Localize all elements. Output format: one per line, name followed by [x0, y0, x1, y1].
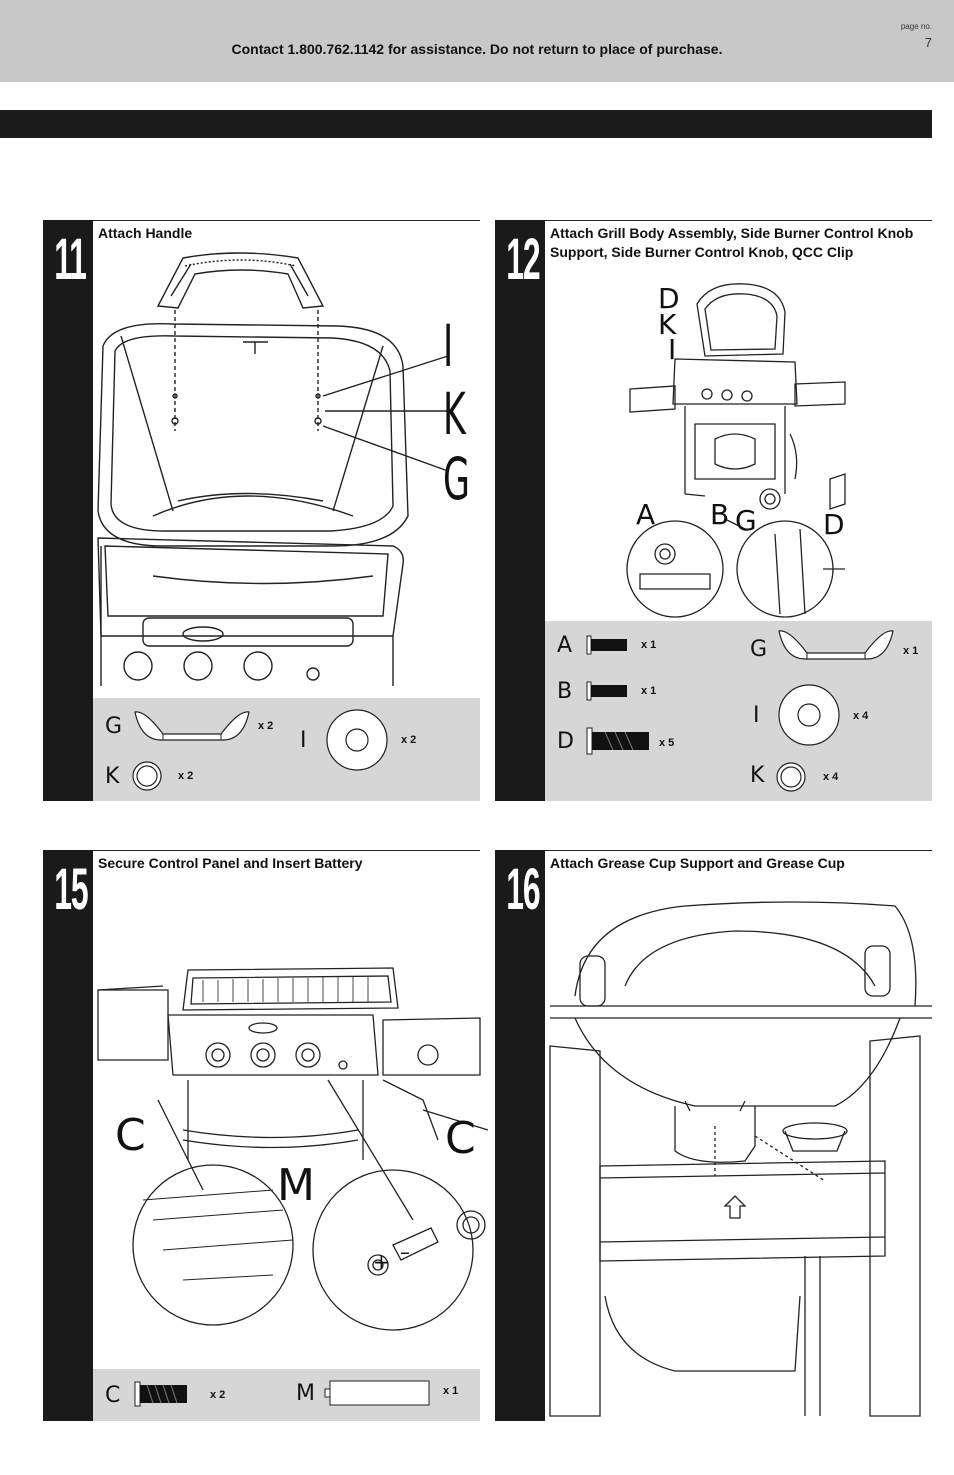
control-panel-illustration — [97, 967, 489, 1331]
callout-G: G — [443, 445, 470, 513]
minus-sign: – — [400, 1240, 410, 1264]
part-qty: x 1 — [443, 1385, 459, 1397]
part-qty: x 2 — [258, 720, 274, 732]
screw-icon — [134, 1381, 187, 1407]
callout-I: I — [443, 312, 454, 380]
part-qty: x 2 — [210, 1389, 226, 1401]
header-bar: Contact 1.800.762.1142 for assistance. D… — [0, 0, 954, 82]
step-number-column: 11 — [43, 220, 93, 801]
bolt-long-icon — [586, 727, 649, 755]
part-letter: C — [105, 1383, 121, 1408]
divider — [545, 850, 932, 851]
step-title: Attach Handle — [98, 225, 193, 241]
page-number: 7 — [924, 35, 932, 50]
part-qty: x 1 — [641, 639, 657, 651]
part-qty: x 5 — [659, 737, 675, 749]
plus-sign: + — [373, 1250, 390, 1274]
page-number-label: page no. — [900, 22, 932, 31]
callout-I: I — [668, 333, 677, 366]
callout-M: M — [277, 1160, 315, 1211]
part-qty: x 4 — [823, 771, 839, 783]
callout-G: G — [735, 504, 757, 537]
step-number-column: 15 — [43, 850, 93, 1421]
step-11: 11 Attach Handle — [43, 220, 480, 801]
washer-large-icon — [778, 684, 840, 746]
callout-C: C — [115, 1110, 146, 1161]
step-number: 12 — [506, 227, 540, 292]
callout-C: C — [445, 1113, 476, 1164]
part-letter: D — [557, 729, 574, 754]
callout-A: A — [636, 498, 656, 531]
step-number: 11 — [54, 227, 87, 292]
handle-bracket-icon — [778, 630, 894, 660]
step-number: 16 — [506, 857, 540, 922]
bolt-short-icon — [586, 681, 627, 701]
step-number: 15 — [54, 857, 88, 922]
bolt-short-icon — [586, 635, 627, 655]
divider — [93, 220, 480, 221]
step-15: 15 Secure Control Panel and Insert Batte… — [43, 850, 489, 1421]
grill-assembly-illustration — [626, 283, 846, 618]
part-letter: I — [300, 728, 307, 753]
callout-K: K — [658, 308, 677, 341]
step-number-column: 12 — [495, 220, 545, 801]
washer-large-icon — [326, 709, 388, 771]
divider — [545, 220, 932, 221]
part-letter: I — [753, 703, 760, 728]
parts-panel: C x 2 M x 1 — [93, 1369, 480, 1421]
divider — [93, 850, 480, 851]
part-letter: B — [557, 679, 573, 704]
step-number-column: 16 — [495, 850, 545, 1421]
handle-bracket-icon — [134, 711, 250, 741]
part-letter: K — [750, 763, 765, 788]
part-letter: A — [557, 633, 573, 658]
contact-text: Contact 1.800.762.1142 for assistance. D… — [231, 41, 723, 57]
step-title: Attach Grease Cup Support and Grease Cup — [550, 855, 845, 871]
lock-washer-icon — [132, 761, 162, 791]
part-qty: x 1 — [641, 685, 657, 697]
part-letter: G — [105, 714, 123, 739]
step-16: 16 Attach Grease Cup Support and Grease … — [495, 850, 932, 1421]
part-letter: G — [750, 637, 768, 662]
callout-D: D — [823, 508, 845, 541]
part-qty: x 1 — [903, 645, 919, 657]
callout-B: B — [710, 498, 730, 531]
callout-D: D — [658, 282, 680, 315]
parts-panel: G x 2 I x 2 K x 2 — [93, 698, 480, 801]
part-qty: x 2 — [401, 734, 417, 746]
lock-washer-icon — [776, 762, 806, 792]
part-letter: M — [296, 1381, 315, 1406]
grease-cup-illustration — [549, 901, 932, 1417]
part-qty: x 4 — [853, 710, 869, 722]
step-title: Attach Grill Body Assembly, Side Burner … — [550, 225, 914, 260]
battery-icon — [324, 1380, 430, 1406]
part-letter: K — [105, 764, 120, 789]
part-qty: x 2 — [178, 770, 194, 782]
parts-panel: A x 1 B x 1 D x 5 G x 1 I x 4 — [545, 621, 932, 801]
section-bar — [0, 110, 932, 138]
step-title: Secure Control Panel and Insert Battery — [98, 855, 363, 871]
step-12: 12 Attach Grill Body Assembly, Side Burn… — [495, 220, 932, 801]
grill-lid-illustration — [97, 252, 449, 686]
callout-K: K — [443, 380, 466, 448]
